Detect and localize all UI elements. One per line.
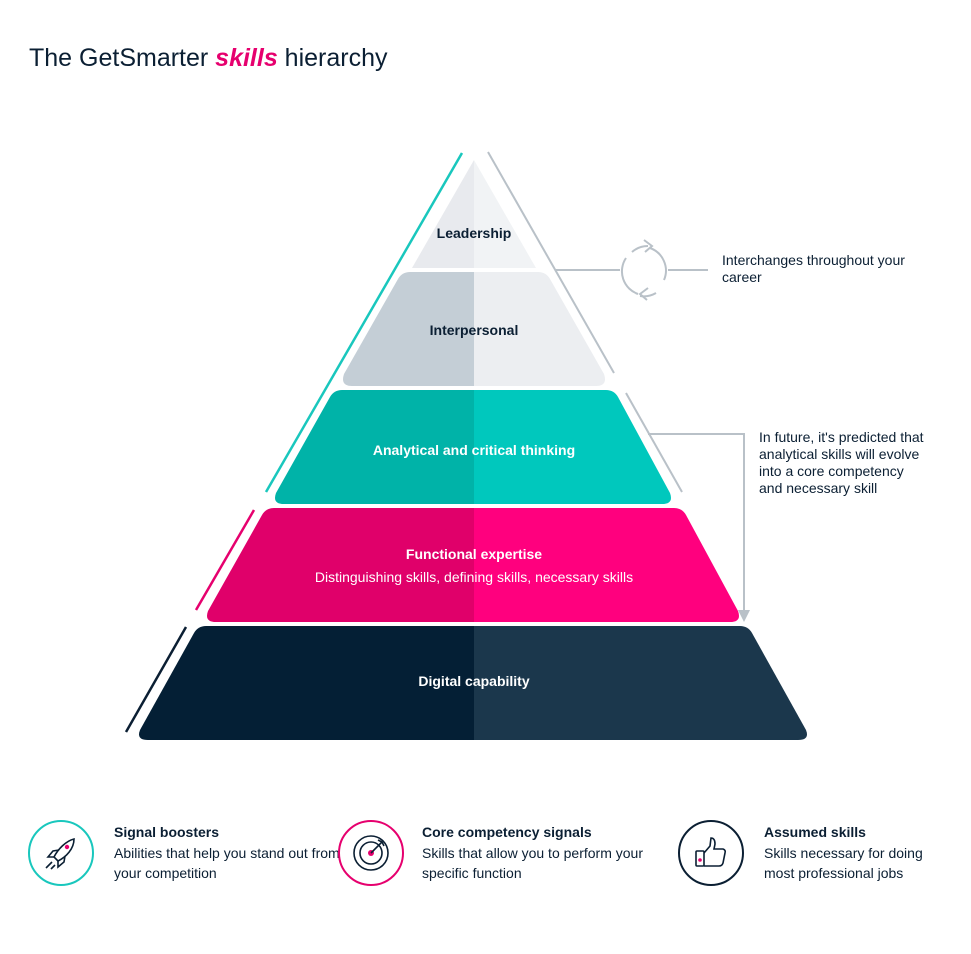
cycle-icon <box>621 239 667 301</box>
rocket-icon <box>28 820 94 886</box>
core-competency-accent-line <box>194 509 256 611</box>
tier-functional-right <box>474 508 739 622</box>
tier-interpersonal-right <box>474 272 605 386</box>
legend-core-competency-title: Core competency signals <box>422 824 592 840</box>
future-arrow-connector <box>648 433 745 612</box>
title-prefix: The GetSmarter <box>29 44 216 72</box>
interchange-note: Interchanges throughout your career <box>722 252 905 285</box>
tier-interpersonal-label: Interpersonal <box>429 322 519 338</box>
future-arrow-head <box>738 610 750 622</box>
legend-signal-boosters-title: Signal boosters <box>114 824 220 840</box>
future-note: In future, it's predicted that analytica… <box>759 429 924 496</box>
tier-functional-sublabel: Distinguishing skills, defining skills, … <box>314 569 634 585</box>
legend-core-competency-desc: Skills that allow you to perform your sp… <box>422 845 643 881</box>
tier-functional-left <box>207 508 474 622</box>
tier-digital-label: Digital capability <box>418 673 530 689</box>
tier-interpersonal-left <box>343 272 474 386</box>
tier-functional-label: Functional expertise <box>405 546 543 562</box>
title-suffix: hierarchy <box>277 44 388 72</box>
tier-analytical-label: Analytical and critical thinking <box>372 442 576 458</box>
legend-signal-boosters-desc: Abilities that help you stand out from y… <box>114 845 340 881</box>
tier-digital-left <box>139 626 474 740</box>
target-icon <box>338 820 404 886</box>
assumed-skills-accent-line <box>124 626 188 733</box>
legend-assumed-skills-desc: Skills necessary for doing most professi… <box>764 845 923 881</box>
tier-leadership-left <box>412 160 474 268</box>
tier-leadership-right <box>474 160 536 268</box>
legend-assumed-skills-title: Assumed skills <box>764 824 866 840</box>
thumbs-up-icon <box>678 820 744 886</box>
interchange-bracket-line <box>487 151 615 374</box>
tier-leadership-label: Leadership <box>436 225 512 241</box>
tier-analytical-right <box>474 390 671 504</box>
tier-analytical-left <box>275 390 474 504</box>
future-bracket-line <box>625 392 683 493</box>
tier-digital-right <box>474 626 807 740</box>
page-title: The GetSmarter skills hierarchy <box>29 44 388 73</box>
signal-boosters-accent-line <box>264 152 464 493</box>
title-highlight: skills <box>215 44 278 72</box>
